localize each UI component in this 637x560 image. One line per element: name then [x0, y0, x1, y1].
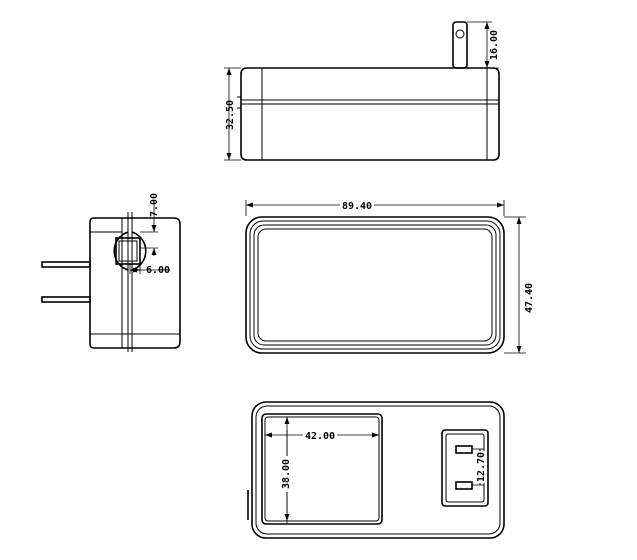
bottom-inner-outline [255, 405, 501, 535]
top-inner-panel [257, 228, 493, 342]
side-body-outline [240, 67, 500, 161]
top-view: 89.40 47.40 [245, 199, 535, 354]
bottom-prong-slot-bottom [455, 481, 473, 490]
bottom-prong-slot-top [455, 445, 473, 454]
dim-slot-offset-arrow-bottom [151, 248, 157, 255]
top-outline-3 [253, 224, 497, 346]
dim-label-height-arrow-top [284, 417, 290, 424]
dim-label-width-arrow-right [372, 432, 379, 438]
dim-length-label: 89.40 [342, 201, 372, 212]
end-prong-bottom [41, 296, 91, 303]
dim-slot-width-arrow-right [133, 267, 140, 273]
side-prong-hole [455, 29, 465, 39]
end-prong-top [41, 261, 91, 268]
dim-width-label: 47.40 [524, 283, 535, 313]
dim-label-height-arrow-bottom [284, 514, 290, 521]
end-recess-arc-right [131, 231, 147, 271]
dim-spacing-label: 12.70 [476, 452, 487, 482]
bottom-outer-outline [251, 401, 505, 539]
bottom-label-area-inner [264, 416, 380, 522]
dim-slot-offset-arrow-top [151, 225, 157, 232]
end-prong-slot-inner [118, 240, 138, 262]
dim-prong-height-label: 16.00 [489, 30, 500, 60]
dim-length-arrow-left [246, 202, 253, 208]
dim-width-arrow-top [516, 217, 522, 224]
end-prong-slot [115, 237, 141, 265]
dim-slot-width-label: 6.00 [146, 265, 170, 276]
dim-length-arrow-right [497, 202, 504, 208]
dim-spacing-label-bg [475, 451, 486, 483]
dim-prong-arrow-bottom [484, 61, 490, 68]
end-recess-arc-left [113, 231, 129, 271]
dim-width-arrow-bottom [516, 346, 522, 353]
dim-label-width-arrow-left [265, 432, 272, 438]
side-prong [452, 21, 468, 69]
dim-prong-arrow-top [484, 22, 490, 29]
top-outline-2 [249, 220, 501, 350]
dim-body-arrow-top [226, 68, 232, 75]
dim-body-height-label: 32.50 [225, 100, 236, 130]
bottom-label-area [261, 413, 383, 525]
dim-slot-offset-label: 7.00 [149, 193, 160, 217]
dim-label-width-label: 42.00 [305, 431, 335, 442]
end-body-outline [89, 217, 181, 349]
dim-body-arrow-bottom [226, 153, 232, 160]
dim-label-width-label-bg [303, 429, 337, 441]
bottom-plug-block [441, 429, 489, 507]
left-end-view: 7.00 6.00 [41, 193, 181, 352]
side-view: 16.00 32.50 [224, 21, 500, 161]
top-outer-outline [245, 216, 505, 354]
dim-label-height-label: 38.00 [281, 459, 292, 489]
dim-label-height-label-bg [279, 456, 291, 492]
bottom-view: 42.00 38.00 12.70 [247, 401, 505, 539]
dim-length-label-bg [340, 199, 374, 211]
